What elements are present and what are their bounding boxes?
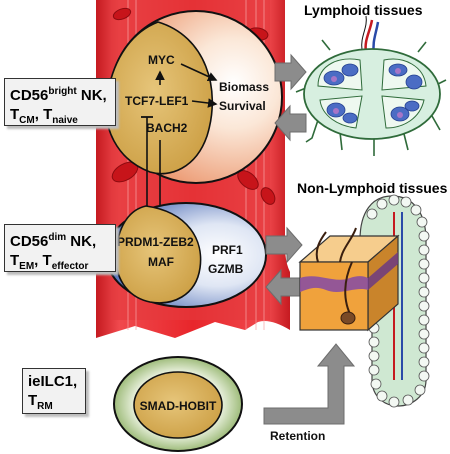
gene-gzmb: GZMB: [208, 262, 244, 276]
nucleus-middle: [115, 205, 202, 304]
gene-prdm1-zeb2: PRDM1-ZEB2: [117, 235, 194, 249]
lymph-node-illustration: [295, 15, 447, 156]
arrow-to-nonlymphoid: [265, 226, 303, 264]
arrow-retention: [263, 343, 356, 425]
label-cd56-dim-nk: CD56dim NK, TEM, Teffector: [4, 224, 116, 272]
retention-label: Retention: [270, 429, 325, 443]
arrow-myc-to-biomass: [180, 63, 218, 82]
cell-bottom: SMAD-HOBIT: [113, 356, 243, 452]
arrow-from-nonlymphoid: [265, 268, 303, 306]
gene-smad-hobit: SMAD-HOBIT: [140, 399, 217, 413]
heading-lymphoid-tissues: Lymphoid tissues: [304, 2, 423, 18]
gene-prf1: PRF1: [212, 243, 243, 257]
gene-tcf7-lef1: TCF7-LEF1: [125, 94, 189, 108]
arrow-from-lymphoid: [274, 104, 307, 142]
arrow-tcf7-to-survival: [191, 98, 218, 108]
skin-illustration: [298, 227, 400, 332]
arrow-to-lymphoid: [274, 53, 307, 91]
red-blood-cells: [111, 7, 276, 205]
migration-arrows: [263, 53, 356, 425]
gene-bach2: BACH2: [146, 121, 188, 135]
label-cd56-bright-nk: CD56bright NK, TCM, Tnaive: [4, 78, 116, 126]
output-biomass: Biomass: [219, 80, 269, 94]
heading-non-lymphoid-tissues: Non-Lymphoid tissues: [297, 180, 448, 196]
output-survival: Survival: [219, 99, 266, 113]
cell-middle: PRDM1-ZEB2 MAF PRF1 GZMB: [105, 202, 267, 308]
nucleus-bottom: [133, 371, 223, 439]
gene-myc: MYC: [148, 53, 175, 67]
label-ieilc1-trm: ieILC1, TRM: [22, 368, 86, 414]
cell-top: MYC TCF7-LEF1 BACH2 Biomass Survival: [105, 10, 283, 228]
gene-maf: MAF: [148, 255, 174, 269]
